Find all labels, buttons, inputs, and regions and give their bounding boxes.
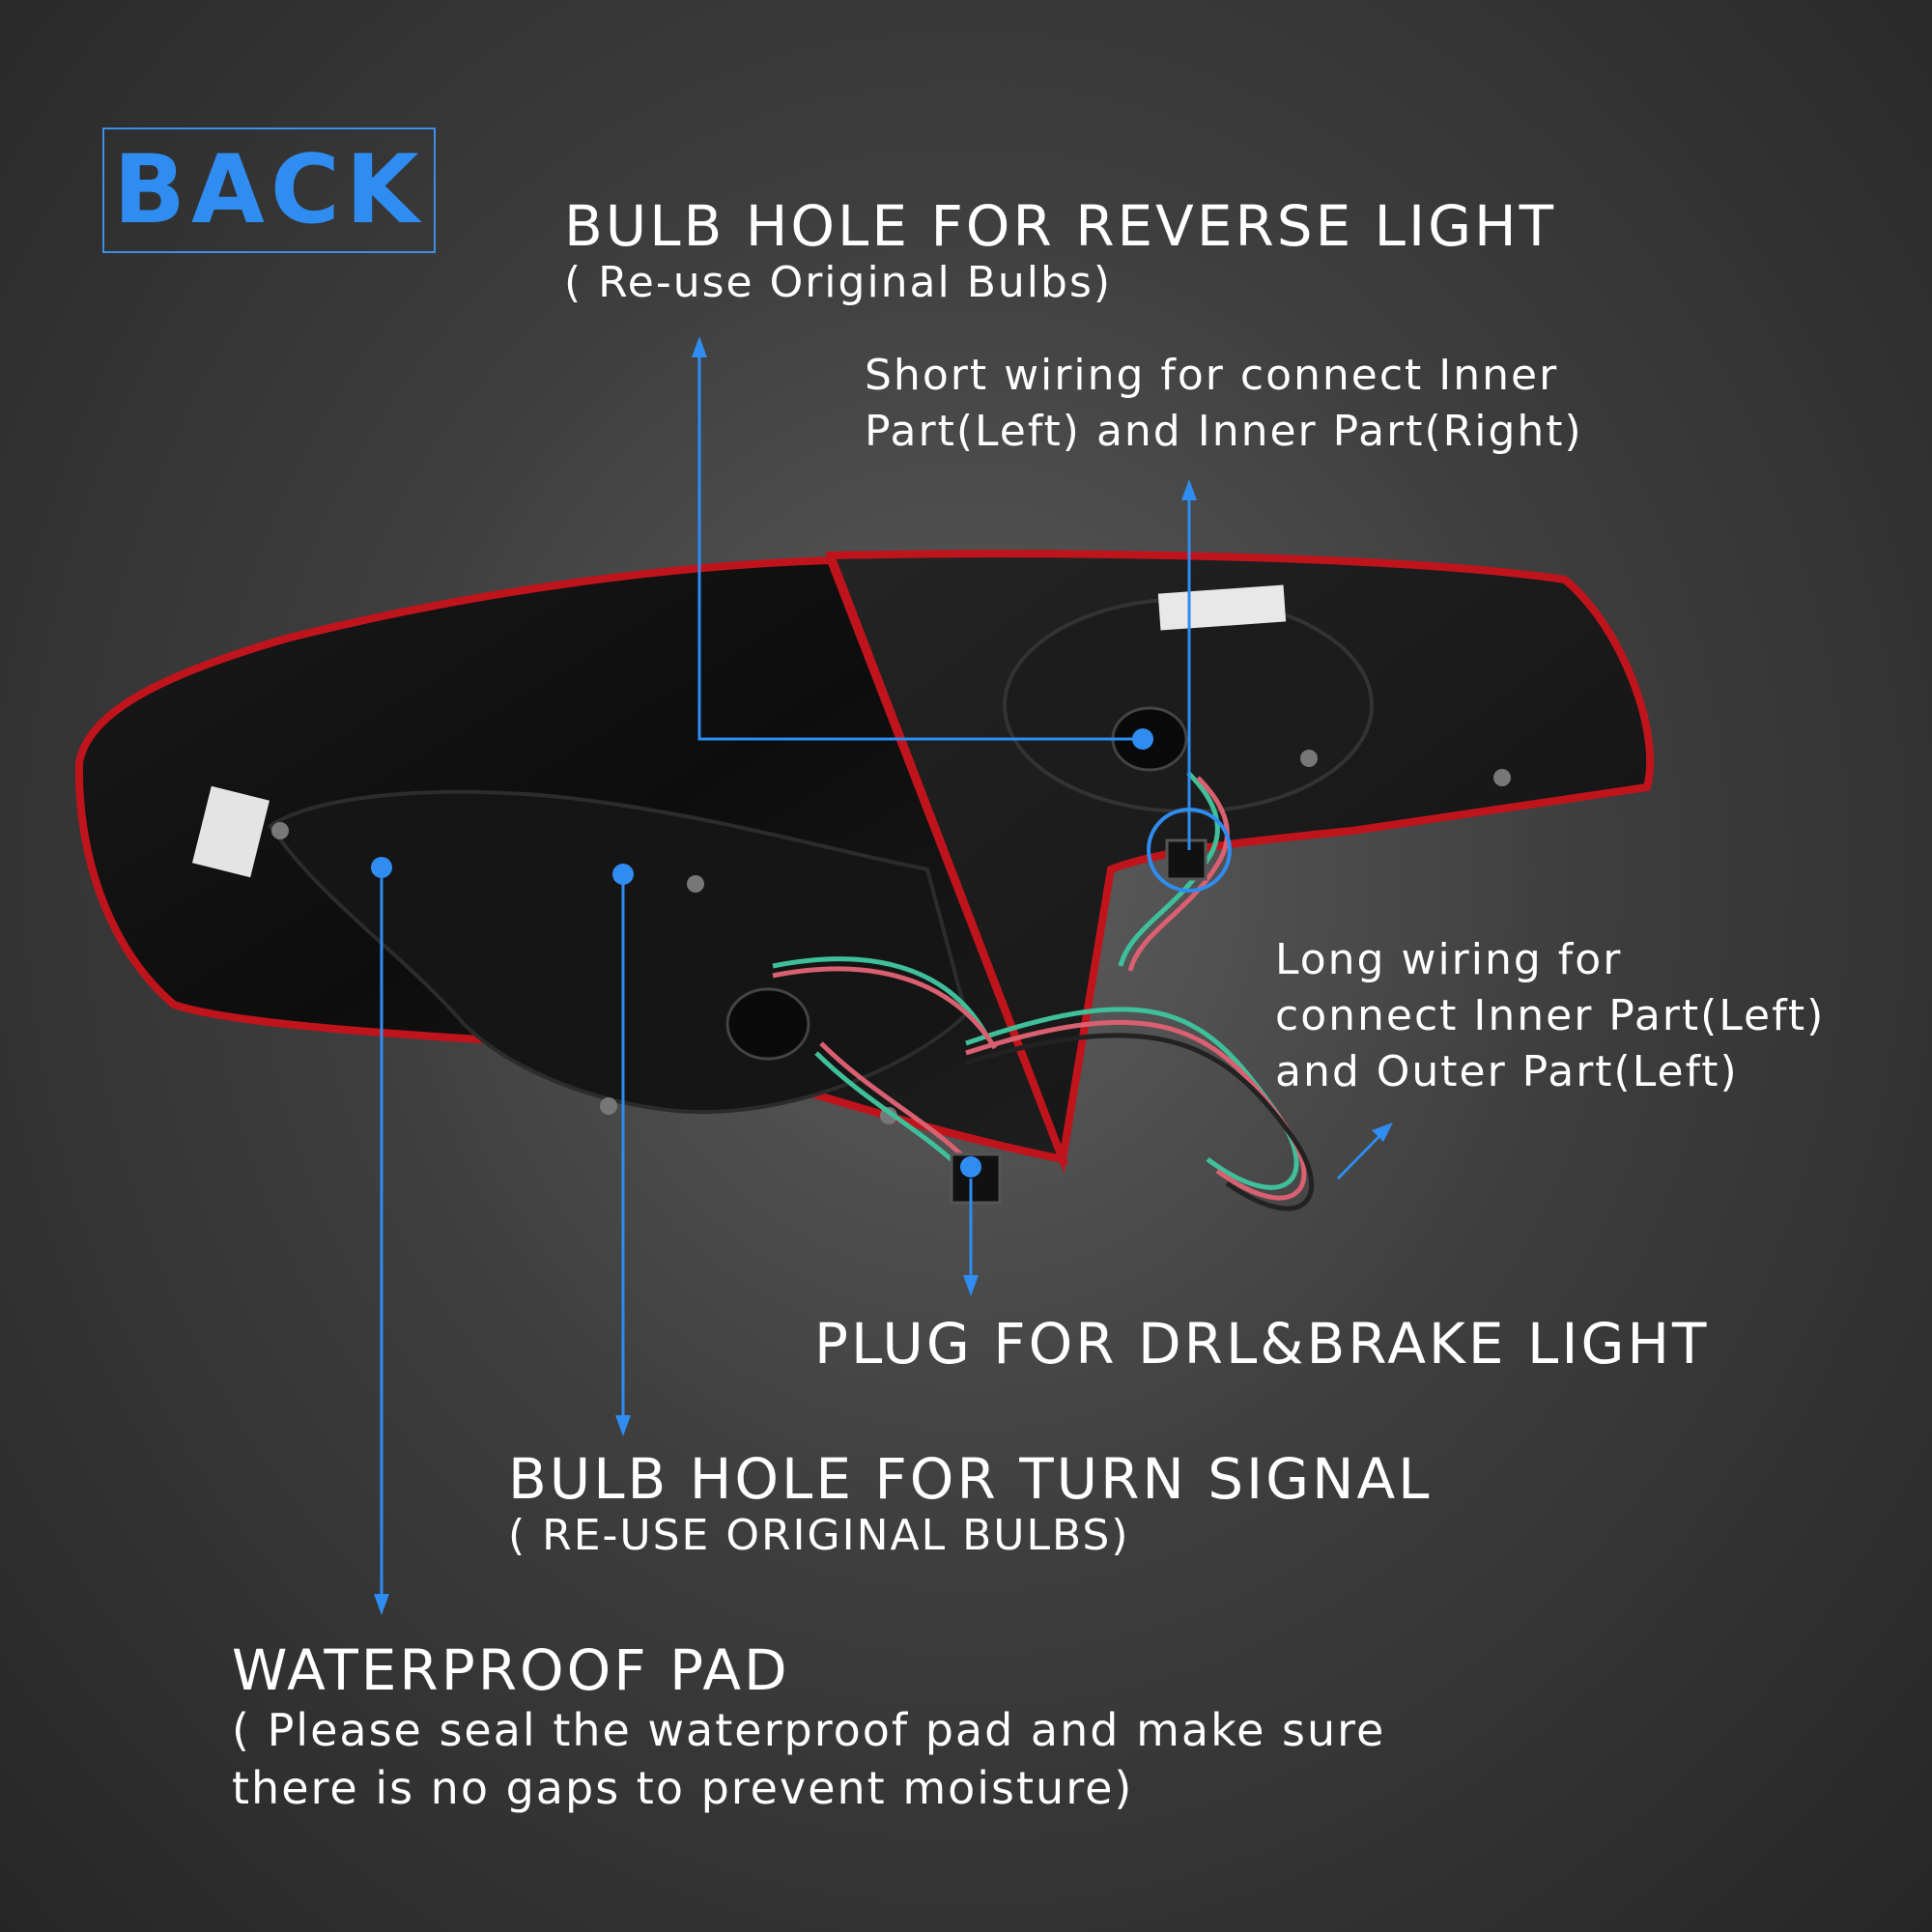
reverse-light-subtitle: ( Re-use Original Bulbs): [564, 257, 1113, 307]
waterproof-title: WATERPROOF PAD: [232, 1637, 790, 1703]
callout-dot-icon: [1132, 728, 1153, 750]
screw: [1493, 769, 1511, 786]
long-wiring-line3: and Outer Part(Left): [1275, 1047, 1739, 1097]
reverse-light-title: BULB HOLE FOR REVERSE LIGHT: [564, 193, 1557, 259]
drl-brake-plug: [950, 1152, 1002, 1205]
screw: [1300, 750, 1318, 767]
waterproof-pad-callout: WATERPROOF PAD ( Please seal the waterpr…: [232, 1637, 1386, 1817]
wiring-harness: [772, 771, 1314, 1211]
waterproof-line2: there is no gaps to prevent moisture): [232, 1761, 1134, 1814]
reverse-light-callout: BULB HOLE FOR REVERSE LIGHT ( Re-use Ori…: [564, 193, 1557, 309]
arrow-up-icon: [692, 336, 707, 357]
arrow-up-icon: [1372, 1122, 1393, 1142]
arrow-up-icon: [1181, 479, 1197, 500]
arrow-heads: [374, 336, 1393, 1615]
waterproof-line1: ( Please seal the waterproof pad and mak…: [232, 1703, 1386, 1756]
warning-sticker: [192, 785, 270, 878]
screw: [687, 875, 704, 893]
turn-signal-callout: BULB HOLE FOR TURN SIGNAL ( RE-USE ORIGI…: [508, 1446, 1433, 1562]
connector-highlight-ring: [1147, 808, 1232, 893]
long-wiring-line2: connect Inner Part(Left): [1275, 991, 1826, 1041]
short-wiring-line2: Part(Left) and Inner Part(Right): [865, 407, 1583, 457]
long-wiring-line1: Long wiring for: [1275, 935, 1623, 984]
short-wiring-callout: Short wiring for connect Inner Part(Left…: [865, 348, 1583, 460]
turn-bulb-socket: [725, 987, 810, 1061]
long-wiring-callout: Long wiring for connect Inner Part(Left)…: [1275, 932, 1825, 1100]
callout-dot-icon: [371, 857, 392, 878]
short-wiring-line1: Short wiring for connect Inner: [865, 351, 1559, 400]
turn-signal-title: BULB HOLE FOR TURN SIGNAL: [508, 1446, 1433, 1512]
arrow-down-icon: [963, 1275, 979, 1296]
short-wiring-connector: [1165, 838, 1208, 881]
callout-lines: [380, 348, 1389, 1604]
screw: [271, 822, 289, 839]
plug-title: PLUG FOR DRL&BRAKE LIGHT: [814, 1311, 1710, 1377]
back-badge-text: BACK: [113, 135, 425, 245]
screw: [600, 1097, 617, 1115]
arrow-down-icon: [374, 1594, 389, 1615]
plug-callout: PLUG FOR DRL&BRAKE LIGHT: [814, 1311, 1710, 1377]
callout-dot-icon: [960, 1156, 981, 1178]
arrow-down-icon: [615, 1415, 631, 1436]
callout-dot-icon: [612, 864, 634, 885]
callout-dots: [371, 728, 1232, 1178]
turn-signal-subtitle: ( RE-USE ORIGINAL BULBS): [508, 1510, 1130, 1560]
back-badge: BACK: [102, 128, 436, 253]
